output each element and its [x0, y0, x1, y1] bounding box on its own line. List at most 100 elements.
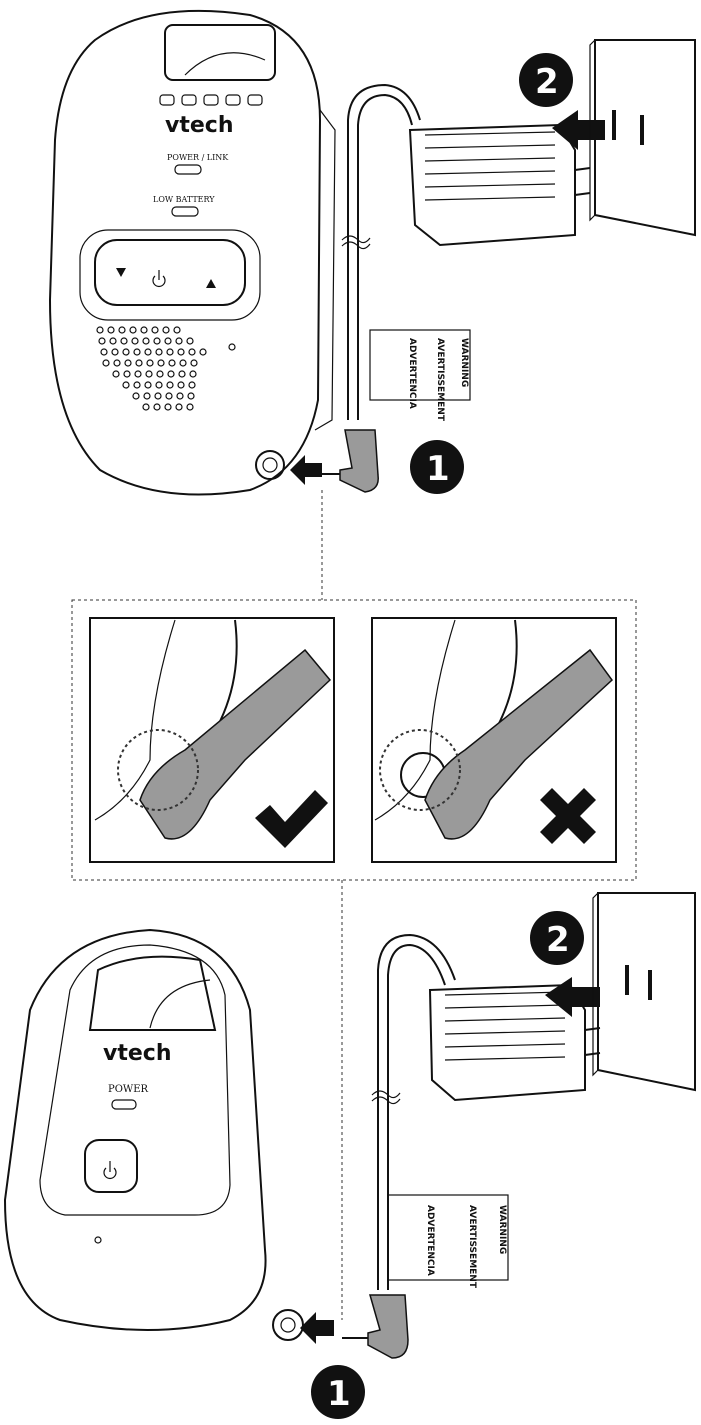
svg-text:2: 2	[535, 62, 559, 102]
speaker-hole	[120, 337, 128, 345]
speaker-hole	[190, 359, 198, 367]
svg-text:1: 1	[327, 1374, 351, 1414]
speaker-hole	[187, 392, 195, 400]
speaker-hole	[131, 337, 139, 345]
speaker-hole	[102, 359, 110, 367]
speaker-hole	[124, 359, 132, 367]
power-jack	[255, 450, 285, 480]
checkmark-icon	[255, 790, 328, 848]
low-battery-label: LOW BATTERY	[153, 195, 215, 204]
speaker-hole	[164, 337, 172, 345]
wall-outlet-bottom	[592, 892, 696, 1092]
step-2-badge-bottom: 2	[530, 911, 584, 965]
speaker-hole	[113, 359, 121, 367]
speaker-hole	[134, 370, 142, 378]
speaker-hole	[112, 370, 120, 378]
power-icon[interactable]	[152, 270, 166, 287]
triangle-up-icon[interactable]	[206, 279, 216, 288]
power-jack-bottom	[272, 1309, 304, 1341]
speaker-hole	[143, 392, 151, 400]
speaker-hole	[189, 370, 197, 378]
power-link-led	[174, 164, 202, 175]
step-2-badge: 2	[519, 53, 573, 107]
comparison-box	[71, 599, 637, 881]
speaker-hole	[175, 337, 183, 345]
speaker-hole	[129, 326, 137, 334]
power-icon[interactable]	[103, 1161, 117, 1179]
led-row	[159, 94, 263, 106]
speaker-hole	[122, 381, 130, 389]
correct-connection-panel	[89, 617, 335, 863]
warning-tag-bottom: WARNING AVERTISSEMENT ADVERTENCIA	[387, 1194, 509, 1289]
svg-text:AVERTISSEMENT: AVERTISSEMENT	[435, 338, 445, 422]
speaker-hole	[132, 392, 140, 400]
speaker-hole	[166, 348, 174, 356]
insert-arrow-icon	[290, 455, 322, 485]
speaker-hole	[153, 403, 161, 411]
speaker-hole	[133, 381, 141, 389]
speaker-hole	[155, 348, 163, 356]
insert-arrow-icon	[300, 1312, 334, 1344]
speaker-hole	[179, 359, 187, 367]
power-button[interactable]	[84, 1139, 138, 1193]
speaker-hole	[109, 337, 117, 345]
speaker-hole	[153, 337, 161, 345]
speaker-hole	[100, 348, 108, 356]
speaker-hole	[122, 348, 130, 356]
speaker-hole	[178, 370, 186, 378]
speaker-hole	[96, 326, 104, 334]
step-1-badge-bottom: 1	[311, 1365, 365, 1419]
svg-text:1: 1	[426, 449, 450, 489]
svg-text:WARNING: WARNING	[459, 338, 469, 387]
speaker-hole	[135, 359, 143, 367]
speaker-hole	[154, 392, 162, 400]
svg-text:ADVERTENCIA: ADVERTENCIA	[425, 1205, 435, 1276]
speaker-hole	[118, 326, 126, 334]
speaker-hole	[176, 392, 184, 400]
speaker-hole	[165, 392, 173, 400]
plug-arrow-icon	[552, 110, 605, 150]
incorrect-connection-panel	[371, 617, 617, 863]
speaker-hole	[155, 381, 163, 389]
speaker-hole	[173, 326, 181, 334]
low-battery-led	[171, 206, 199, 217]
svg-text:2: 2	[546, 920, 570, 960]
speaker-hole	[98, 337, 106, 345]
button-panel	[94, 239, 246, 306]
speaker-hole	[157, 359, 165, 367]
triangle-down-icon[interactable]	[116, 268, 126, 277]
speaker-hole	[123, 370, 131, 378]
x-icon	[540, 788, 596, 844]
warning-tag: WARNING AVERTISSEMENT ADVERTENCIA	[369, 329, 471, 422]
svg-text:ADVERTENCIA: ADVERTENCIA	[407, 338, 417, 409]
speaker-hole	[151, 326, 159, 334]
speaker-hole	[188, 348, 196, 356]
wall-outlet	[589, 39, 696, 237]
speaker-hole	[166, 381, 174, 389]
bottom-baby-unit: vtech POWER	[3, 928, 304, 1341]
power-adapter-cord	[318, 83, 591, 493]
speaker-hole	[144, 381, 152, 389]
speaker-hole	[162, 326, 170, 334]
top-baby-unit: vtech POWER / LINK LOW BATTERY	[48, 9, 336, 496]
speaker-hole	[167, 370, 175, 378]
speaker-hole	[142, 403, 150, 411]
svg-text:WARNING: WARNING	[497, 1205, 507, 1254]
speaker-hole	[111, 348, 119, 356]
speaker-hole	[168, 359, 176, 367]
brand-logo: vtech	[165, 113, 233, 138]
speaker-hole	[186, 403, 194, 411]
speaker-hole	[175, 403, 183, 411]
power-led	[111, 1099, 137, 1110]
speaker-hole	[133, 348, 141, 356]
speaker-hole	[156, 370, 164, 378]
speaker-hole	[177, 348, 185, 356]
brand-logo-bottom: vtech	[103, 1041, 171, 1066]
speaker-hole	[144, 348, 152, 356]
speaker-hole	[145, 370, 153, 378]
speaker-grille	[96, 326, 207, 411]
speaker-hole	[146, 359, 154, 367]
svg-text:AVERTISSEMENT: AVERTISSEMENT	[467, 1205, 477, 1289]
speaker-hole	[142, 337, 150, 345]
